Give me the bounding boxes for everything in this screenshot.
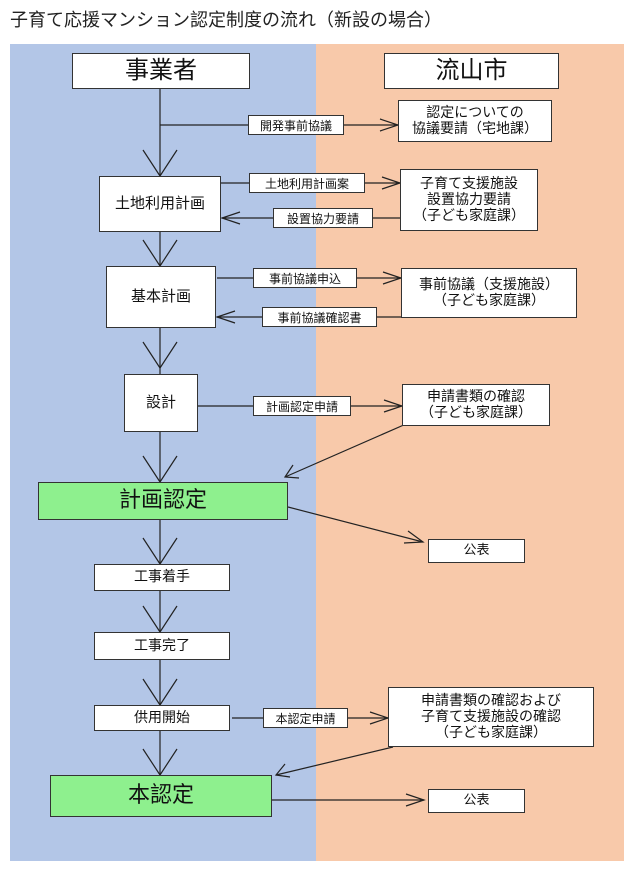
step-service-start: 供用開始 [94, 705, 230, 731]
childcare-request-line-2: 設置協力要請 [427, 191, 511, 208]
document-and-facility-check-box: 申請書類の確認および 子育て支援施設の確認 （子ども家庭課） [388, 687, 594, 747]
pre-consultation-line-1: 事前協議（支援施設） [419, 276, 559, 293]
document-check-line-1: 申請書類の確認 [427, 388, 525, 405]
label-land-use-draft: 土地利用計画案 [249, 173, 365, 193]
step-construction-start: 工事着手 [94, 564, 230, 591]
public-announcement-2: 公表 [428, 789, 525, 813]
page-title: 子育て応援マンション認定制度の流れ（新設の場合） [10, 10, 442, 31]
childcare-request-line-3: （子ども家庭課） [413, 208, 525, 225]
childcare-facility-request-box: 子育て支援施設 設置協力要請 （子ども家庭課） [400, 169, 538, 231]
step-plan-certification: 計画認定 [38, 482, 288, 520]
label-dev-pre-consultation: 開発事前協議 [248, 115, 344, 135]
pre-consultation-line-2: （子ども家庭課） [433, 293, 545, 309]
consultation-request-line-1: 認定についての [426, 104, 524, 121]
step-final-certification: 本認定 [50, 775, 272, 817]
label-facility-request: 設置協力要請 [273, 208, 373, 228]
step-design: 設計 [124, 374, 198, 432]
pre-consultation-box: 事前協議（支援施設） （子ども家庭課） [401, 268, 577, 318]
childcare-request-line-1: 子育て支援施設 [420, 175, 518, 192]
step-construction-complete: 工事完了 [94, 632, 230, 660]
document-check-box: 申請書類の確認 （子ども家庭課） [402, 384, 550, 426]
step-land-use-plan: 土地利用計画 [99, 176, 221, 232]
document-check-line-2: （子ども家庭課） [420, 405, 532, 421]
consultation-request-line-2: 協議要請（宅地課） [412, 121, 538, 137]
consultation-request-box: 認定についての 協議要請（宅地課） [398, 100, 552, 142]
city-header: 流山市 [384, 53, 559, 89]
document-facility-check-line-2: 子育て支援施設の確認 [421, 708, 561, 725]
public-announcement-1: 公表 [428, 539, 525, 563]
label-final-cert-application: 本認定申請 [263, 708, 348, 728]
document-facility-check-line-3: （子ども家庭課） [435, 725, 547, 742]
step-basic-plan: 基本計画 [106, 266, 216, 328]
document-facility-check-line-1: 申請書類の確認および [421, 692, 561, 709]
label-pre-consultation-submit: 事前協議申込 [253, 268, 357, 288]
label-plan-cert-application: 計画認定申請 [253, 396, 351, 416]
business-operator-header: 事業者 [72, 53, 250, 89]
label-pre-consultation-confirm: 事前協議確認書 [262, 307, 377, 327]
